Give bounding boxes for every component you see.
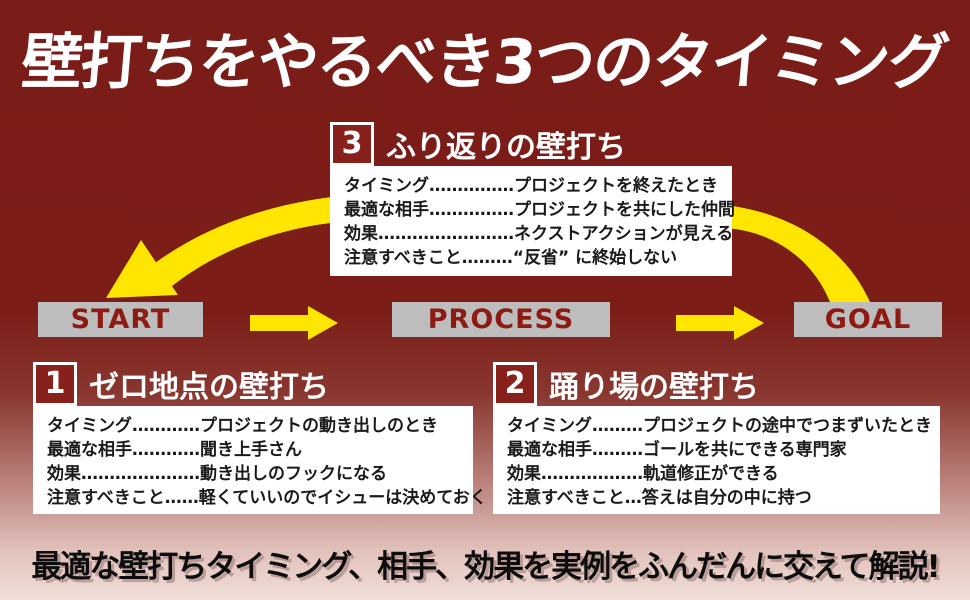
section-zero-point: 1 ゼロ地点の壁打ち タイミング…………プロジェクトの動き出しのとき 最適な相手… <box>33 362 487 514</box>
start-stage-bar: START <box>38 302 203 337</box>
detail-box-2: タイミング………プロジェクトの途中でつまずいたとき 最適な相手………ゴールを共に… <box>493 406 940 514</box>
curved-arrow-to-goal <box>725 205 870 302</box>
footer-note: 最適な壁打ちタイミング、相手、効果を実例をふんだんに交えて解説! <box>31 549 940 585</box>
detail-row-caution: 注意すべきこと……軽くていいのでイシューは決めておく <box>47 488 487 508</box>
section-zero-point-header: 1 ゼロ地点の壁打ち <box>33 362 473 406</box>
section-number-badge-1: 1 <box>33 362 77 406</box>
block-arrow-process-goal <box>676 306 764 340</box>
section-heading-3: ふり返りの壁打ち <box>386 130 626 165</box>
detail-row-partner: 最適な相手……………プロジェクトを共にした仲間 <box>344 200 735 220</box>
section-number-badge-2: 2 <box>493 362 537 406</box>
section-heading-1: ゼロ地点の壁打ち <box>89 370 329 405</box>
detail-box-3: タイミング……………プロジェクトを終えたとき 最適な相手……………プロジェクトを… <box>330 166 735 276</box>
curved-arrow-to-start <box>106 196 340 298</box>
detail-box-1: タイミング…………プロジェクトの動き出しのとき 最適な相手…………聞き上手さん … <box>33 406 487 514</box>
detail-row-effect: 効果………………軌道修正ができる <box>507 464 779 484</box>
detail-row-effect: 効果…………………動き出しのフックになる <box>47 464 387 484</box>
section-landing-header: 2 踊り場の壁打ち <box>493 362 940 406</box>
detail-row-effect: 効果……………………ネクストアクションが見える <box>344 224 734 244</box>
goal-stage-bar: GOAL <box>794 302 942 337</box>
section-retrospective-header: 3 ふり返りの壁打ち <box>330 122 732 166</box>
detail-row-caution: 注意すべきこと…答えは自分の中に持つ <box>507 488 812 508</box>
detail-row-timing: タイミング………プロジェクトの途中でつまずいたとき <box>507 416 932 436</box>
section-landing: 2 踊り場の壁打ち タイミング………プロジェクトの途中でつまずいたとき 最適な相… <box>493 362 940 514</box>
detail-row-caution: 注意すべきこと………“反省” に終始しない <box>344 248 678 268</box>
block-arrow-start-process <box>250 306 338 340</box>
detail-row-partner: 最適な相手…………聞き上手さん <box>47 440 302 460</box>
section-number-badge-3: 3 <box>330 122 374 166</box>
section-retrospective: 3 ふり返りの壁打ち タイミング……………プロジェクトを終えたとき 最適な相手…… <box>330 122 735 276</box>
detail-row-timing: タイミング…………プロジェクトの動き出しのとき <box>47 416 438 436</box>
process-stage-bar: PROCESS <box>392 302 610 337</box>
detail-row-timing: タイミング……………プロジェクトを終えたとき <box>344 176 718 196</box>
detail-row-partner: 最適な相手………ゴールを共にできる専門家 <box>507 440 847 460</box>
section-heading-2: 踊り場の壁打ち <box>549 370 759 405</box>
